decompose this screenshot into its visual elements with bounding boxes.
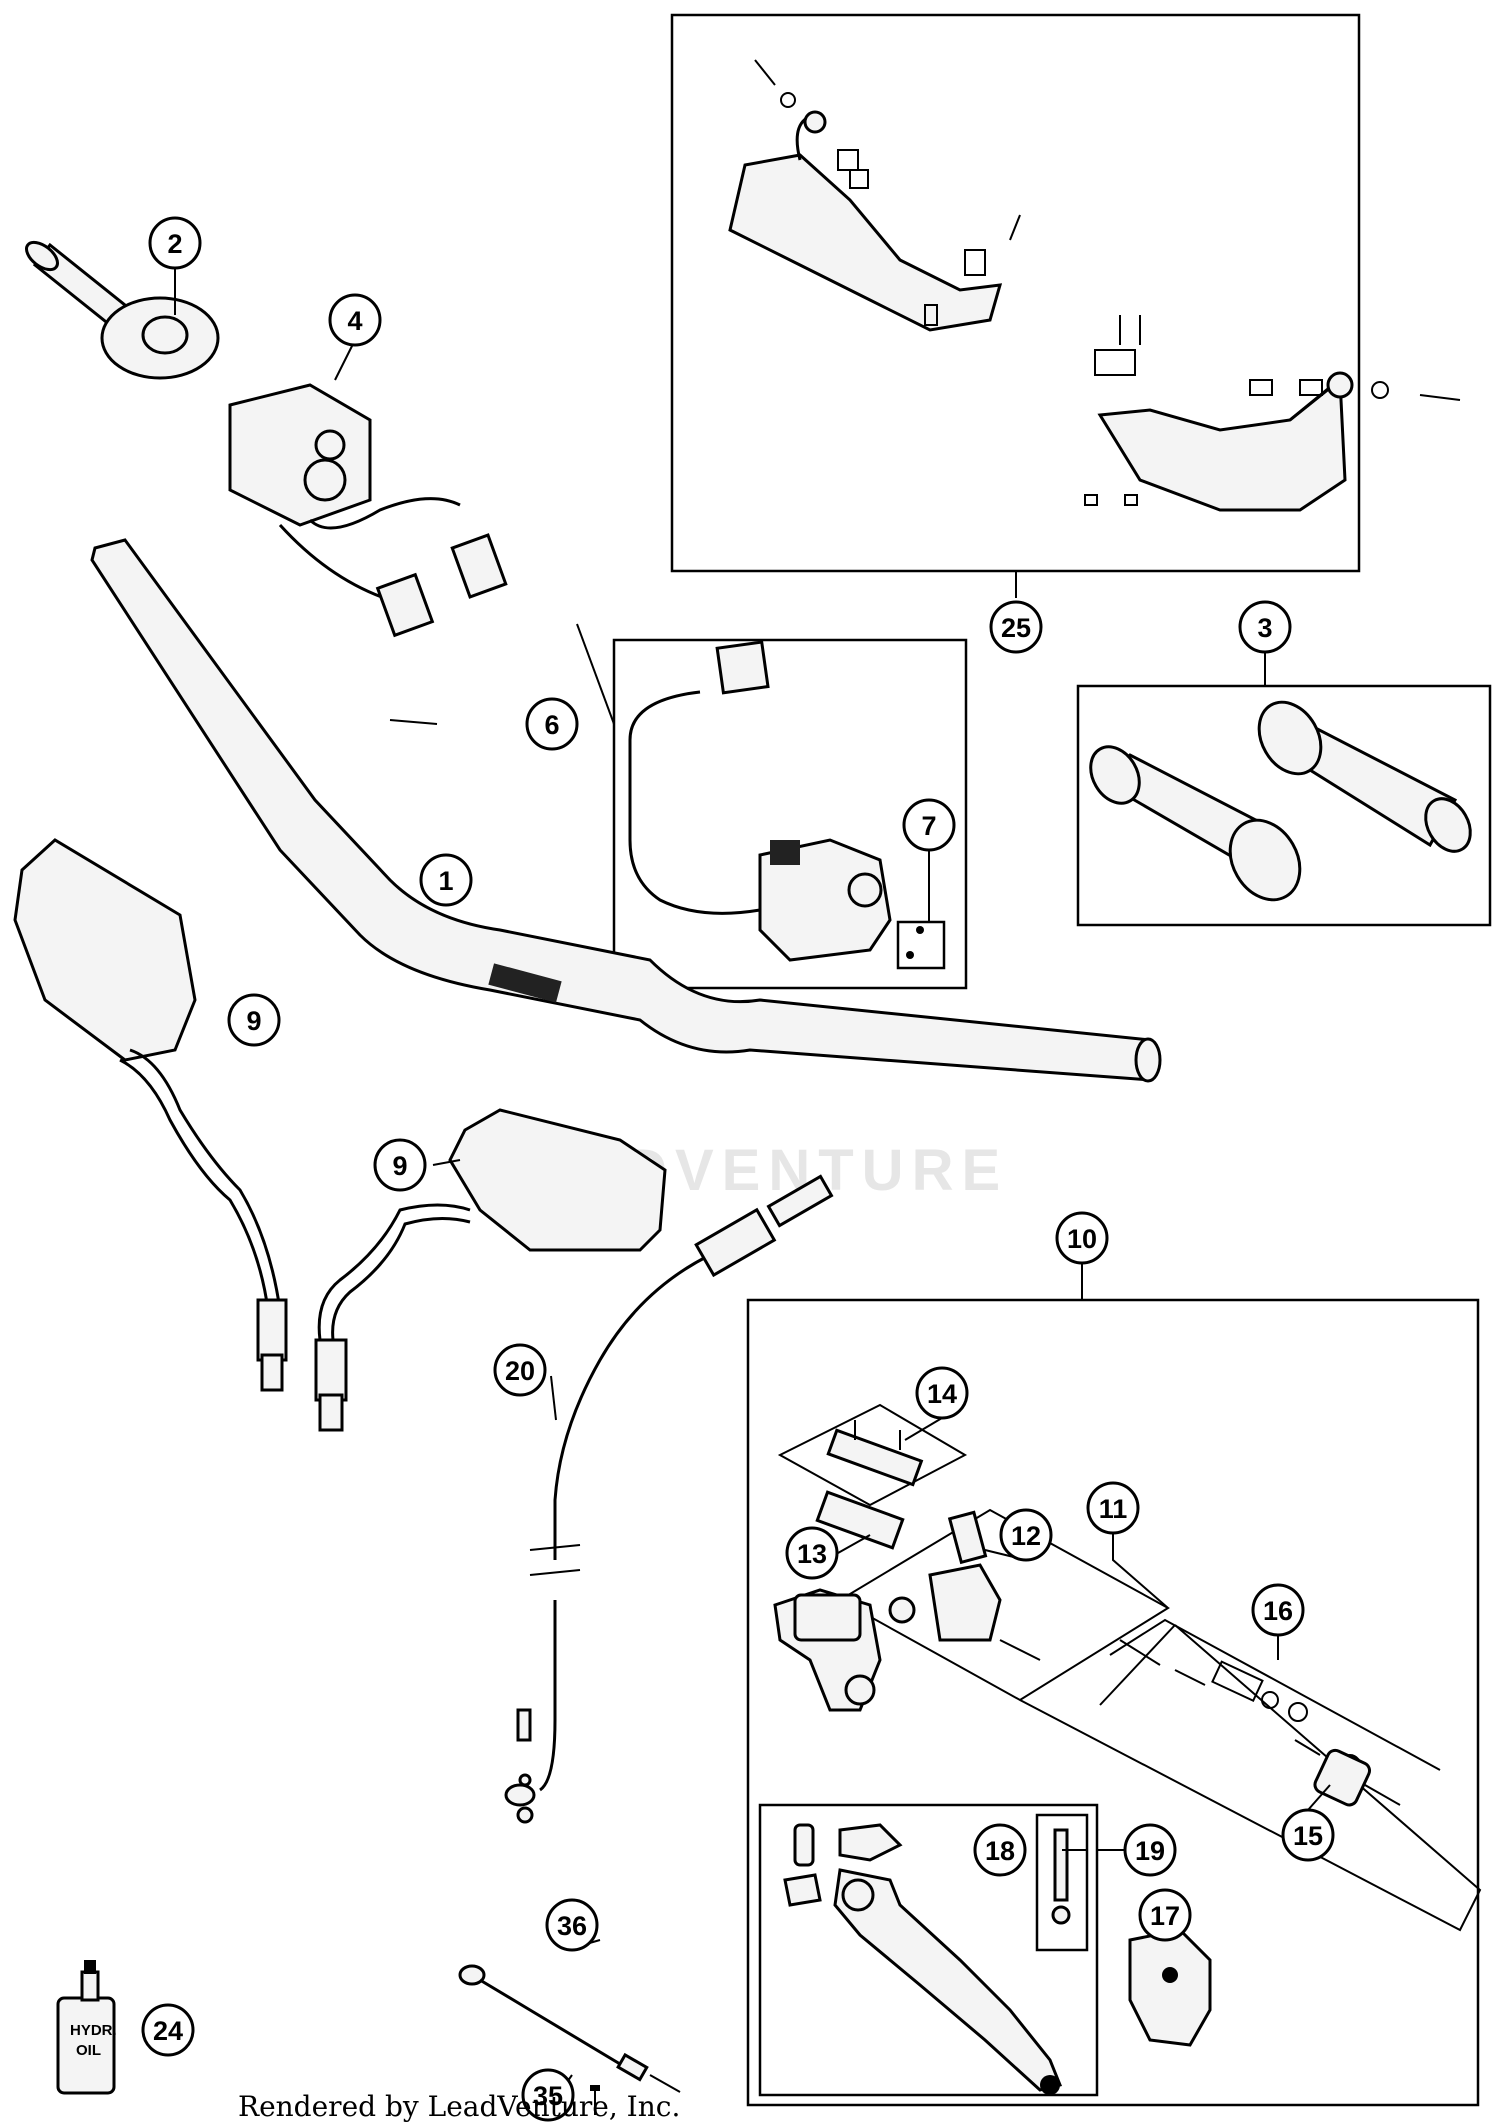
svg-text:10: 10 bbox=[1067, 1224, 1097, 1254]
callout-16: 16 bbox=[1251, 1583, 1305, 1637]
oil-label-line1: HYDR. bbox=[70, 2022, 117, 2039]
svg-text:18: 18 bbox=[985, 1836, 1015, 1866]
mirror-left bbox=[13, 838, 288, 1392]
callout-3: 3 bbox=[1238, 600, 1292, 654]
svg-text:6: 6 bbox=[544, 710, 559, 740]
grip-set bbox=[1089, 700, 1472, 902]
pin-box-18 bbox=[1035, 1813, 1089, 1952]
callout-7: 7 bbox=[902, 798, 956, 852]
throttle-switch bbox=[228, 383, 508, 638]
clutch-line bbox=[504, 1174, 834, 1824]
callout-4: 4 bbox=[328, 293, 382, 347]
svg-text:1: 1 bbox=[438, 866, 453, 896]
callout-35: 35 bbox=[521, 2068, 575, 2122]
grip-set-box bbox=[1076, 684, 1492, 927]
svg-text:15: 15 bbox=[1293, 1821, 1323, 1851]
svg-text:20: 20 bbox=[505, 1356, 535, 1386]
oil-label-line2: OIL bbox=[76, 2042, 101, 2059]
callout-24: 24 bbox=[141, 2003, 195, 2057]
svg-text:7: 7 bbox=[921, 811, 936, 841]
callout-18: 18 bbox=[973, 1823, 1027, 1877]
svg-text:9: 9 bbox=[392, 1151, 407, 1181]
svg-text:14: 14 bbox=[927, 1379, 957, 1409]
callout-13: 13 bbox=[785, 1526, 839, 1580]
svg-text:3: 3 bbox=[1257, 613, 1272, 643]
callout-36: 36 bbox=[545, 1898, 599, 1952]
master-cylinder-parts bbox=[773, 1403, 1482, 1932]
svg-text:16: 16 bbox=[1263, 1596, 1293, 1626]
leader-lines bbox=[174, 265, 1331, 2093]
callout-12: 12 bbox=[999, 1508, 1053, 1562]
handlebar bbox=[90, 538, 1162, 1083]
screw-box-7 bbox=[896, 920, 946, 970]
throttle-grip bbox=[25, 240, 220, 380]
mirror-right bbox=[314, 1108, 667, 1432]
svg-text:13: 13 bbox=[797, 1539, 827, 1569]
svg-text:24: 24 bbox=[153, 2016, 183, 2046]
callout-19: 19 bbox=[1123, 1823, 1177, 1877]
callout-11: 11 bbox=[1086, 1481, 1140, 1535]
svg-text:19: 19 bbox=[1135, 1836, 1165, 1866]
left-switch bbox=[628, 640, 924, 962]
callout-17: 17 bbox=[1138, 1888, 1192, 1942]
screw-35 bbox=[590, 2085, 600, 2115]
hydraulic-oil-bottle: HYDR. OIL bbox=[56, 1960, 117, 2095]
switch-box bbox=[612, 638, 968, 990]
callout-2: 2 bbox=[148, 216, 202, 270]
clutch-master-box bbox=[746, 1298, 1480, 2107]
svg-text:35: 35 bbox=[533, 2081, 563, 2111]
svg-text:4: 4 bbox=[347, 306, 362, 336]
footer-credit: Rendered by LeadVenture, Inc. bbox=[238, 2090, 681, 2123]
callout-1: 1 bbox=[419, 853, 473, 907]
callout-14: 14 bbox=[915, 1366, 969, 1420]
callout-6: 6 bbox=[525, 697, 579, 751]
svg-text:2: 2 bbox=[167, 229, 182, 259]
clutch-switch bbox=[458, 1964, 681, 2093]
svg-text:25: 25 bbox=[1001, 613, 1031, 643]
handguard-kit bbox=[728, 59, 1461, 512]
callout-9-left: 9 bbox=[227, 993, 281, 1047]
callout-9-right: 9 bbox=[373, 1138, 427, 1192]
clutch-lever bbox=[783, 1823, 1071, 2095]
svg-text:17: 17 bbox=[1150, 1901, 1180, 1931]
adjuster-17 bbox=[1128, 1928, 1212, 2047]
lever-box bbox=[758, 1803, 1099, 2097]
svg-text:12: 12 bbox=[1011, 1521, 1041, 1551]
callout-10: 10 bbox=[1055, 1211, 1109, 1265]
callout-15: 15 bbox=[1281, 1808, 1335, 1862]
callout-25: 25 bbox=[989, 600, 1043, 654]
svg-text:9: 9 bbox=[246, 1006, 261, 1036]
callout-20: 20 bbox=[493, 1343, 547, 1397]
svg-text:36: 36 bbox=[557, 1911, 587, 1941]
svg-text:11: 11 bbox=[1099, 1494, 1128, 1524]
